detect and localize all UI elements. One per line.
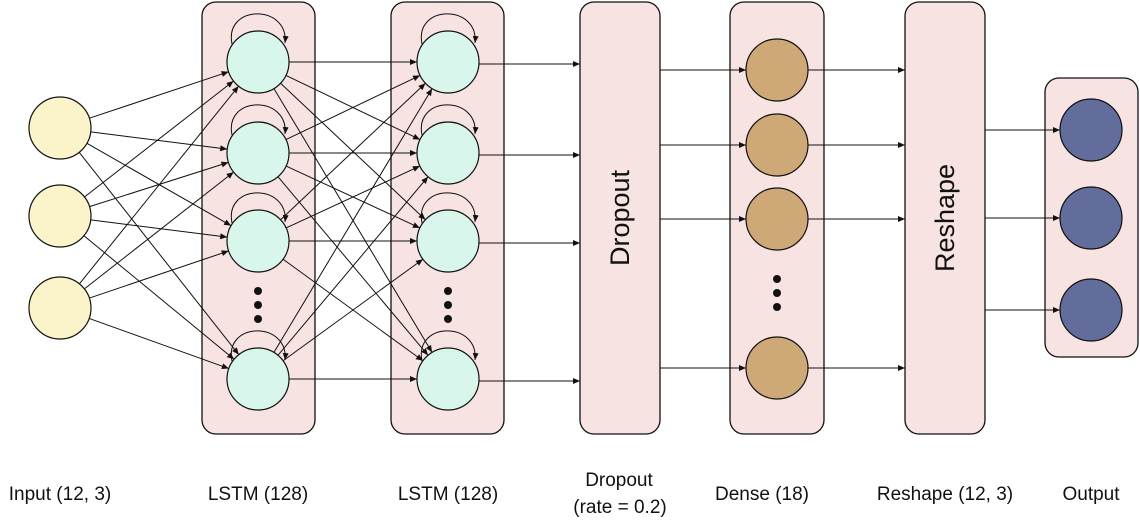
input-lstm1-arrow <box>84 171 234 290</box>
input-lstm1-arrow <box>84 80 234 198</box>
input-lstm1-arrow <box>90 131 228 152</box>
ellipsis-dot <box>444 315 452 323</box>
dense-layer-label: Dense (18) <box>715 484 809 505</box>
input-node <box>28 184 92 248</box>
ellipsis-dot <box>254 315 262 323</box>
lstm1-lstm2-arrow <box>285 165 421 229</box>
input-lstm1-arrow <box>79 85 239 285</box>
lstm1-lstm2-arrow <box>282 258 424 362</box>
connection-arrows <box>78 59 1060 384</box>
input-node <box>28 96 92 160</box>
lstm1-node <box>226 121 290 185</box>
input-layer-label: Input (12, 3) <box>9 484 111 505</box>
lstm2-node <box>416 30 480 94</box>
neuron-nodes <box>28 30 1123 411</box>
output-layer-label: Output <box>1062 484 1120 505</box>
ellipsis-dot <box>773 275 781 283</box>
ellipsis-dot <box>444 287 452 295</box>
dense-node <box>745 187 809 251</box>
recurrent-loops <box>230 13 479 362</box>
dropout-layer-label: Dropout <box>585 470 653 491</box>
self-loop-arrow <box>230 192 289 224</box>
lstm2-layer-label: LSTM (128) <box>398 484 498 505</box>
ellipsis-dot <box>254 287 262 295</box>
ellipsis-dots <box>254 275 781 323</box>
input-lstm1-arrow <box>90 219 228 240</box>
input-lstm1-arrow <box>89 250 229 299</box>
lstm1-lstm2-arrow <box>285 74 421 141</box>
lstm2-node <box>416 347 480 411</box>
output-node <box>1059 278 1123 342</box>
lstm2-node <box>416 121 480 185</box>
dense-node <box>745 38 809 102</box>
input-node <box>28 276 92 340</box>
ellipsis-dot <box>773 289 781 297</box>
lstm1-lstm2-arrow <box>273 88 433 353</box>
dense-node <box>745 336 809 400</box>
input-lstm1-arrow <box>78 152 240 355</box>
lstm1-node <box>226 30 290 94</box>
ellipsis-dot <box>254 301 262 309</box>
self-loop-arrow <box>230 330 289 362</box>
self-loop-arrow <box>420 13 479 45</box>
reshape-box-title: Reshape <box>930 164 960 272</box>
ellipsis-dot <box>773 303 781 311</box>
self-loop-arrow <box>230 13 289 45</box>
dense-node <box>745 113 809 177</box>
output-node <box>1059 186 1123 250</box>
lstm1-node <box>226 209 290 273</box>
self-loop-arrow <box>230 104 289 136</box>
dropout-box-title: Dropout <box>605 169 635 266</box>
output-node <box>1059 98 1123 162</box>
dropout-rate-label: (rate = 0.2) <box>573 497 666 518</box>
input-lstm1-arrow <box>83 235 235 360</box>
input-lstm1-arrow <box>89 71 229 119</box>
lstm1-node <box>226 347 290 411</box>
self-loop-arrow <box>420 104 479 136</box>
lstm1-lstm2-arrow <box>280 82 426 221</box>
lstm1-lstm2-arrow <box>277 176 429 356</box>
lstm1-layer-label: LSTM (128) <box>208 484 308 505</box>
self-loop-arrow <box>420 330 479 362</box>
ellipsis-dot <box>444 301 452 309</box>
self-loop-arrow <box>420 192 479 224</box>
reshape-layer-label: Reshape (12, 3) <box>877 484 1013 505</box>
dropout-layer-box <box>579 1 661 435</box>
lstm2-node <box>416 209 480 273</box>
input-lstm1-arrow <box>89 317 229 370</box>
